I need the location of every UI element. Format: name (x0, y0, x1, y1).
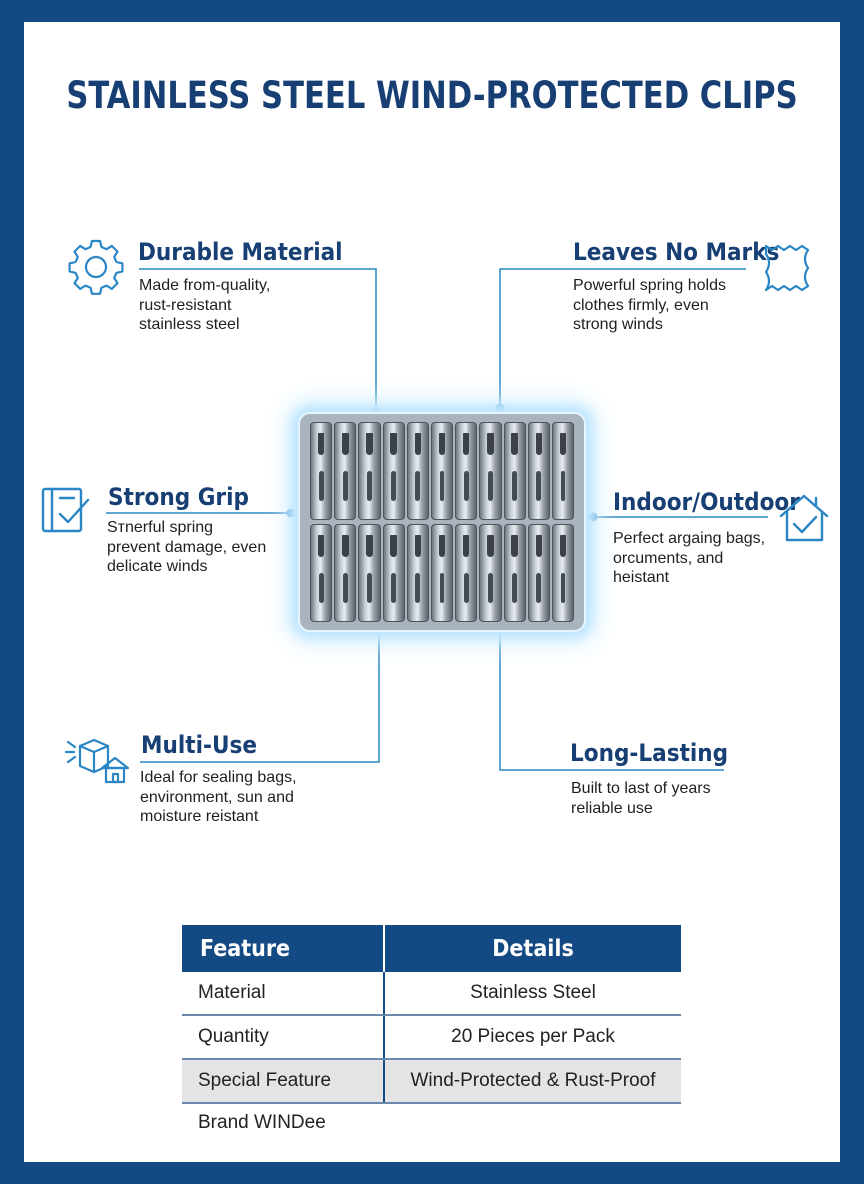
marks-desc: Powerful spring holds clothes firmly, ev… (573, 277, 726, 333)
clip-row-top (310, 422, 575, 520)
durable-heading: Durable Material (138, 238, 343, 266)
lasting-desc: Built to last of years reliable use (571, 780, 711, 817)
grip-heading: Strong Grip (108, 483, 249, 511)
gear-icon (68, 239, 124, 295)
table-cell: Quantity (182, 1015, 385, 1060)
marks-heading: Leaves No Marks (573, 238, 780, 266)
table-cell: Material (182, 972, 385, 1016)
product-image (298, 412, 586, 632)
boxes-home-icon (64, 738, 130, 784)
table-cell: Stainless Steel (384, 972, 681, 1016)
table-header-feature: Feature (182, 925, 385, 972)
connector-marks (499, 268, 746, 408)
connector-multi (140, 630, 380, 763)
connector-lasting (499, 626, 724, 771)
table-row: Special Feature Wind-Protected & Rust-Pr… (182, 1059, 681, 1104)
table-cell: Wind-Protected & Rust-Proof (384, 1059, 681, 1104)
connector-durable (139, 268, 377, 411)
durable-desc: Made from-quality, rust-resistant stainl… (139, 277, 271, 333)
table-cell: Special Feature (182, 1059, 385, 1104)
brand-label: Brand WINDee (198, 1112, 326, 1133)
house-check-icon (779, 494, 829, 542)
table-header-row: Feature Details (182, 925, 681, 972)
fabric-icon (764, 244, 810, 292)
table-row: Material Stainless Steel (182, 972, 681, 1016)
indoor-heading: Indoor/Outdoor (613, 488, 800, 516)
book-check-icon (41, 487, 90, 533)
grip-desc: Sтnerful spring prevent damage, even del… (107, 519, 267, 575)
multi-desc: Ideal for sealing bags, environment, sun… (140, 769, 297, 825)
page-title: STAINLESS STEEL WIND-PROTECTED CLIPS (66, 74, 798, 117)
table-row: Quantity 20 Pieces per Pack (182, 1015, 681, 1060)
clip-row-bottom (310, 524, 575, 622)
indoor-desc: Perfect argaing bags, orcuments, and hei… (613, 530, 766, 586)
spec-table: Feature Details Material Stainless Steel… (182, 925, 681, 1104)
table-cell: 20 Pieces per Pack (384, 1015, 681, 1060)
lasting-heading: Long-Lasting (570, 739, 729, 767)
table-header-details: Details (384, 925, 681, 972)
multi-heading: Multi-Use (141, 731, 257, 759)
